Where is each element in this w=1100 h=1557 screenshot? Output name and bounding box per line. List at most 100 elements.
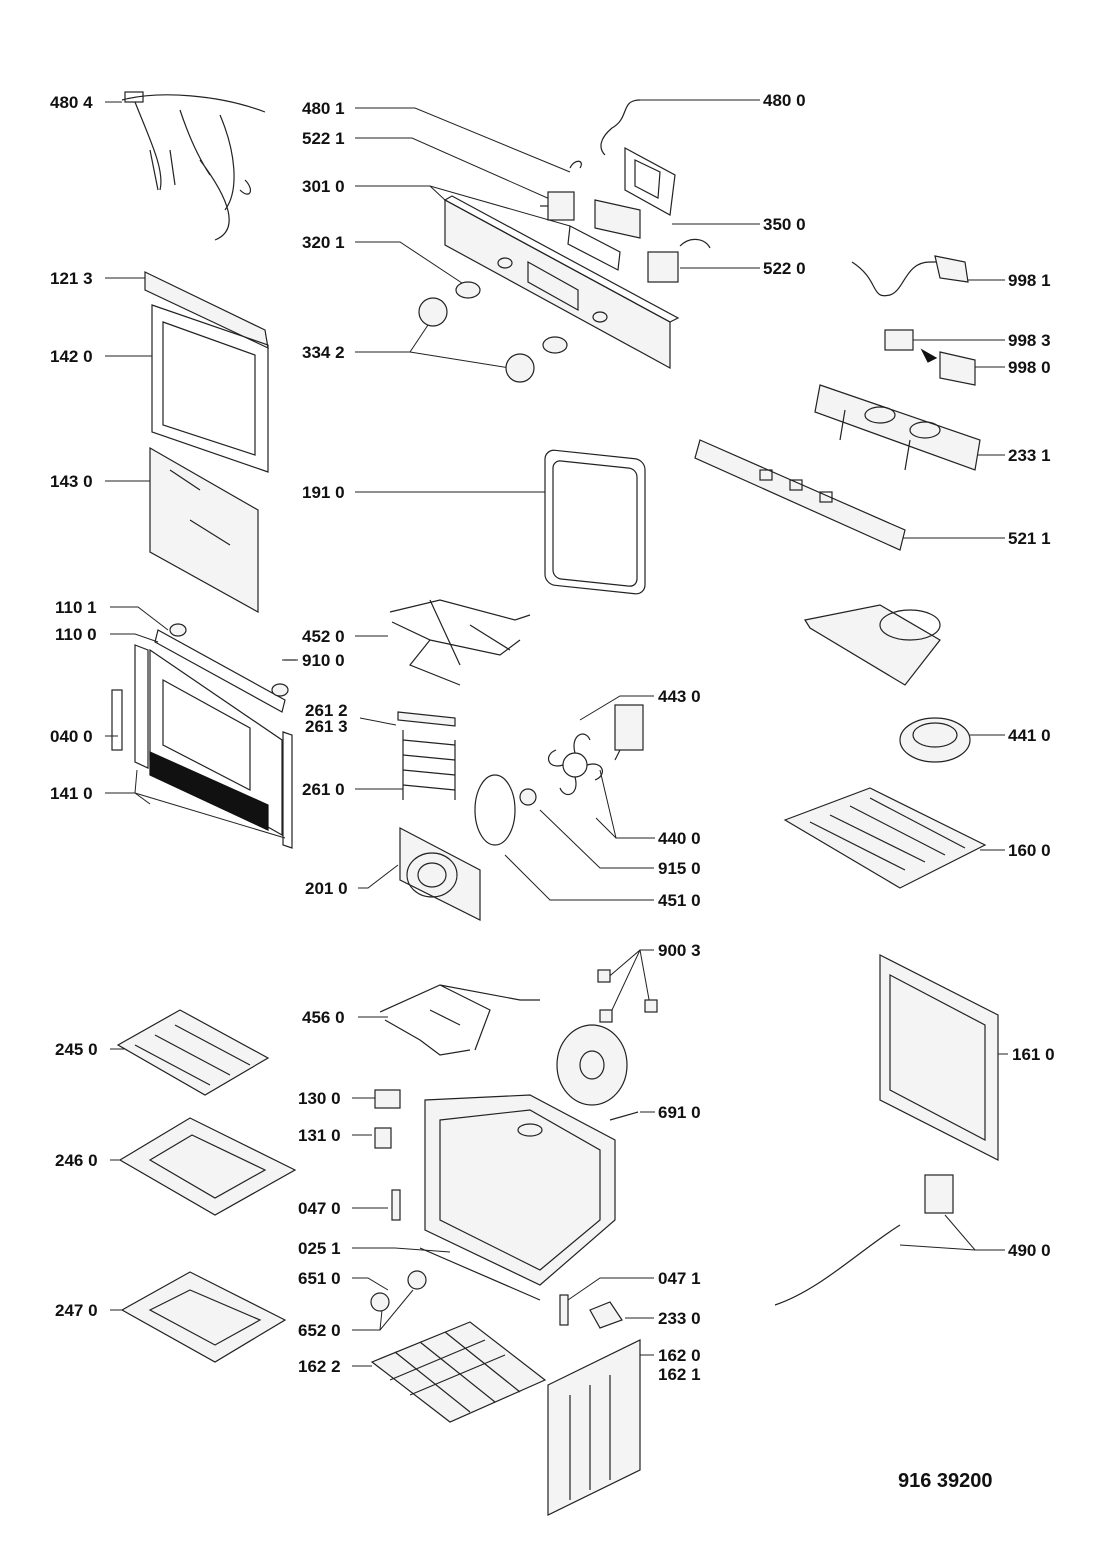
label-233-1: 233 1 bbox=[1008, 446, 1051, 465]
label-131-0: 131 0 bbox=[298, 1126, 341, 1145]
label-443-0: 443 0 bbox=[658, 687, 701, 706]
leader-lines bbox=[105, 99, 1008, 1367]
grease-filter-160-0 bbox=[783, 787, 987, 889]
module-998 bbox=[884, 329, 976, 386]
label-651-0: 651 0 bbox=[298, 1269, 341, 1288]
trim-025-1 bbox=[419, 1247, 541, 1301]
knob-parts-651-652 bbox=[370, 1270, 427, 1312]
label-141-0: 141 0 bbox=[50, 784, 93, 803]
label-320-1: 320 1 bbox=[302, 233, 345, 252]
cavity bbox=[424, 1094, 616, 1286]
glass-143-0 bbox=[149, 446, 259, 614]
label-161-0: 161 0 bbox=[1012, 1045, 1055, 1064]
label-440-0: 440 0 bbox=[658, 829, 701, 848]
knob-pins-320-1 bbox=[455, 281, 568, 354]
label-143-0: 143 0 bbox=[50, 472, 93, 491]
fan-cover-top bbox=[804, 604, 941, 686]
wire-480-0 bbox=[569, 99, 641, 169]
label-490-0: 490 0 bbox=[1008, 1241, 1051, 1260]
label-121-3: 121 3 bbox=[50, 269, 93, 288]
label-191-0: 191 0 bbox=[302, 483, 345, 502]
heating-element-452-0 bbox=[389, 599, 531, 686]
selector-switch-522-0 bbox=[647, 238, 711, 283]
wire-rack-245-0 bbox=[116, 1009, 270, 1096]
label-915-0: 915 0 bbox=[658, 859, 701, 878]
label-130-0: 130 0 bbox=[298, 1089, 341, 1108]
tray-246-0 bbox=[118, 1117, 297, 1216]
lamp-holder-233-0 bbox=[589, 1301, 623, 1329]
label-233-0: 233 0 bbox=[658, 1309, 701, 1328]
label-998-3: 998 3 bbox=[1008, 331, 1051, 350]
side-liner-161-0 bbox=[879, 954, 999, 1161]
latch-047-0 bbox=[391, 1189, 401, 1221]
label-110-1: 110 1 bbox=[55, 598, 97, 617]
label-521-1: 521 1 bbox=[1008, 529, 1051, 548]
label-261-0: 261 0 bbox=[302, 780, 345, 799]
label-441-0: 441 0 bbox=[1008, 726, 1051, 745]
shelf-support-261 bbox=[397, 711, 456, 800]
wiring-harness bbox=[121, 91, 266, 241]
ring-451-0 bbox=[474, 774, 516, 846]
tray-247-0 bbox=[120, 1271, 287, 1363]
label-456-0: 456 0 bbox=[302, 1008, 345, 1027]
label-451-0: 451 0 bbox=[658, 891, 701, 910]
circuit-board-521-1 bbox=[694, 439, 906, 551]
rack-162-2 bbox=[370, 1321, 547, 1423]
clips-900-3 bbox=[597, 969, 658, 1023]
label-162-1: 162 1 bbox=[658, 1365, 701, 1384]
label-261-2: 261 2 bbox=[305, 701, 348, 720]
fan-motor-443-0 bbox=[614, 704, 644, 761]
label-142-0: 142 0 bbox=[50, 347, 93, 366]
label-350-0: 350 0 bbox=[763, 215, 806, 234]
hinge-130-0 bbox=[374, 1089, 401, 1109]
label-900-3: 900 3 bbox=[658, 941, 701, 960]
bracket-233-1 bbox=[814, 384, 981, 471]
label-162-0: 162 0 bbox=[658, 1346, 701, 1365]
door-assembly bbox=[111, 623, 293, 849]
plate-131-0 bbox=[374, 1127, 392, 1149]
latch-047-1 bbox=[559, 1294, 569, 1326]
label-522-1: 522 1 bbox=[302, 129, 345, 148]
power-cable-490-0 bbox=[774, 1174, 954, 1306]
label-245-0: 245 0 bbox=[55, 1040, 98, 1059]
fan-guard-441-0 bbox=[899, 717, 971, 763]
cable-998-1 bbox=[851, 255, 969, 297]
knobs-334-2 bbox=[418, 297, 535, 383]
label-247-0: 247 0 bbox=[55, 1301, 98, 1320]
document-code: 916 39200 bbox=[898, 1470, 993, 1492]
label-160-0: 160 0 bbox=[1008, 841, 1051, 860]
back-panel-201-0 bbox=[399, 827, 481, 921]
label-652-0: 652 0 bbox=[298, 1321, 341, 1340]
label-301-0: 301 0 bbox=[302, 177, 345, 196]
heating-element-456-0 bbox=[379, 984, 540, 1056]
side-grid-162 bbox=[547, 1339, 641, 1516]
label-162-2: 162 2 bbox=[298, 1357, 341, 1376]
label-998-1: 998 1 bbox=[1008, 271, 1051, 290]
label-047-1: 047 1 bbox=[658, 1269, 701, 1288]
label-480-1: 480 1 bbox=[302, 99, 345, 118]
screw-691-0 bbox=[609, 1111, 639, 1121]
label-998-0: 998 0 bbox=[1008, 358, 1051, 377]
label-480-4: 480 4 bbox=[50, 93, 93, 112]
label-110-0: 110 0 bbox=[55, 625, 97, 644]
inner-glass-142-0 bbox=[151, 304, 269, 473]
label-040-0: 040 0 bbox=[50, 727, 93, 746]
nut-915-0 bbox=[519, 788, 537, 806]
label-261-3: 261 3 bbox=[305, 717, 348, 736]
label-480-0: 480 0 bbox=[763, 91, 806, 110]
label-201-0: 201 0 bbox=[305, 879, 348, 898]
fan-440-0 bbox=[547, 733, 603, 796]
selector-switch-522-1 bbox=[540, 191, 575, 221]
label-246-0: 246 0 bbox=[55, 1151, 98, 1170]
label-047-0: 047 0 bbox=[298, 1199, 341, 1218]
label-910-0: 910 0 bbox=[302, 651, 345, 670]
label-522-0: 522 0 bbox=[763, 259, 806, 278]
label-452-0: 452 0 bbox=[302, 627, 345, 646]
label-025-1: 025 1 bbox=[298, 1239, 341, 1258]
gasket-191-0 bbox=[544, 449, 646, 595]
rear-plate-fan bbox=[556, 1024, 628, 1106]
label-334-2: 334 2 bbox=[302, 343, 345, 362]
programmer-350-0 bbox=[594, 146, 676, 239]
label-691-0: 691 0 bbox=[658, 1103, 701, 1122]
